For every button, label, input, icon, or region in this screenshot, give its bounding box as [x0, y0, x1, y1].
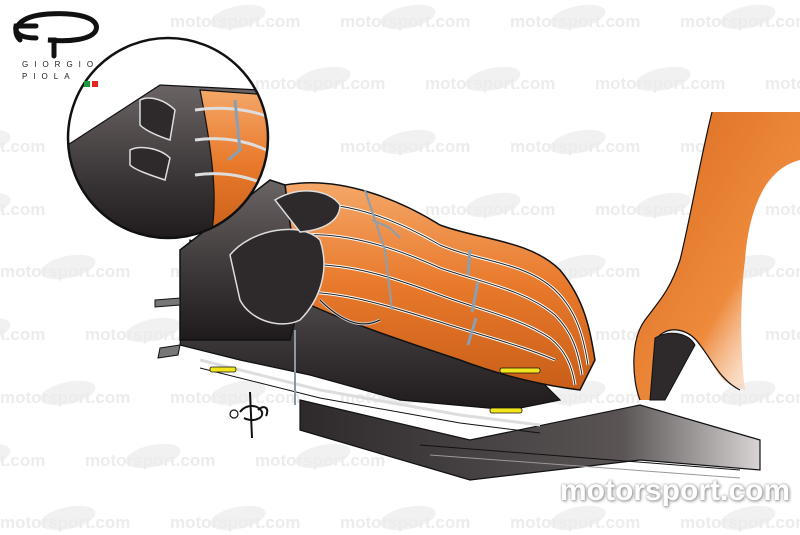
watermark-text: motorsport.com: [765, 200, 800, 219]
watermark-text: motorsport.com: [510, 513, 641, 532]
watermark-text: motorsport.com: [425, 200, 556, 219]
watermark-text: motorsport.com: [0, 388, 131, 407]
flag-green: [84, 81, 90, 87]
watermark-text: motorsport.com: [510, 137, 641, 156]
watermark-text: motorsport.com: [510, 12, 641, 31]
watermark-text: motorsport.com: [340, 137, 471, 156]
watermark-text: motorsport.com: [0, 262, 131, 281]
watermark-text: motorsport.com: [170, 388, 301, 407]
watermark-text: motorsport.com: [255, 451, 386, 470]
yellow-slot: [489, 407, 523, 414]
watermark-text: motorsport.com: [340, 12, 471, 31]
motorsport-watermark: motorsport.com: [560, 474, 791, 507]
flap-stack: [284, 181, 596, 391]
flag-red: [92, 81, 98, 87]
yellow-slot: [499, 367, 541, 374]
detail-inset: [66, 36, 270, 240]
watermark-text: motorsport.com: [255, 74, 386, 93]
artist-signature: [228, 390, 288, 445]
watermark-text: motorsport.com: [85, 451, 216, 470]
endplate: [154, 179, 381, 405]
yellow-slot: [209, 366, 237, 373]
giorgio-piola-logo: GIORGIO PIOLA: [8, 8, 103, 88]
watermark-text: motorsport.com: [0, 325, 46, 344]
watermark-text: motorsport.com: [0, 137, 46, 156]
floor-plank: [299, 399, 761, 481]
watermark-text: motorsport.com: [765, 325, 800, 344]
watermark-text: motorsport.com: [170, 513, 301, 532]
gp-monogram-icon: [13, 11, 99, 59]
logo-line2: PIOLA: [22, 72, 76, 81]
watermark-text: motorsport.com: [595, 74, 726, 93]
watermark-text: motorsport.com: [765, 74, 800, 93]
logo-line1: GIORGIO: [22, 60, 100, 69]
watermark-text: motorsport.com: [0, 200, 46, 219]
watermark-text: motorsport.com: [340, 513, 471, 532]
watermark-text: motorsport.com: [680, 513, 800, 532]
nose-pylon: [633, 111, 800, 401]
watermark-text: motorsport.com: [425, 74, 556, 93]
watermark-text: motorsport.com: [170, 12, 301, 31]
watermark-text: motorsport.com: [0, 513, 131, 532]
watermark-text: motorsport.com: [680, 388, 800, 407]
watermark-text: motorsport.com: [680, 12, 800, 31]
watermark-text: motorsport.com: [0, 451, 46, 470]
